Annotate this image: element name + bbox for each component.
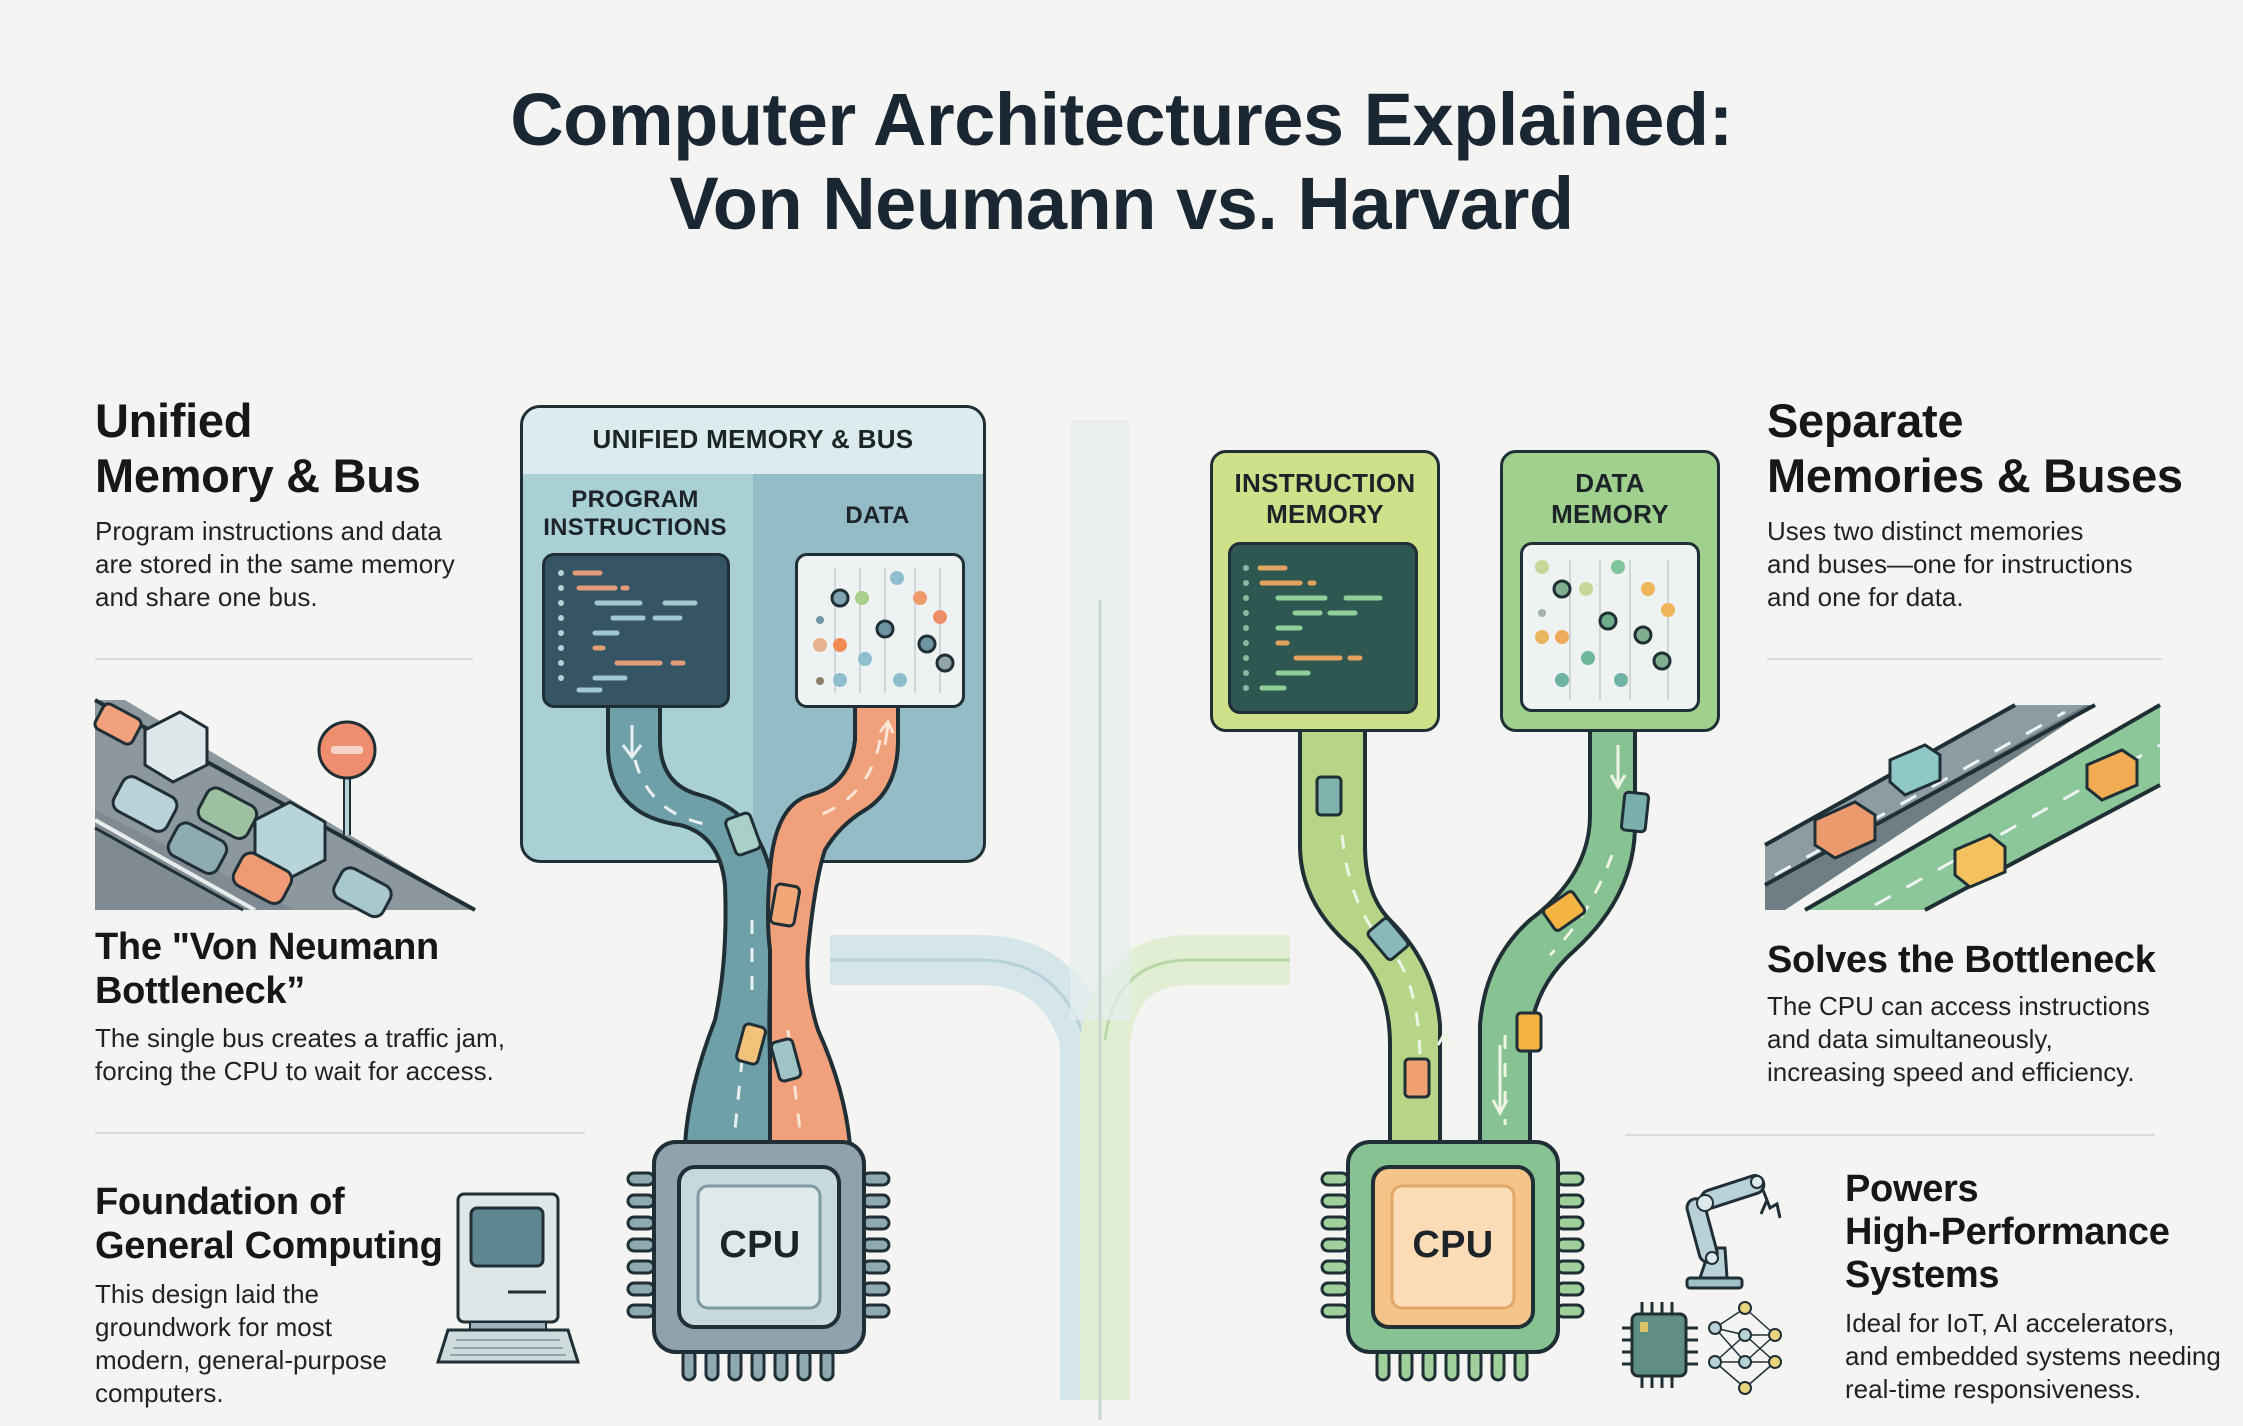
hv-body-high-performance: Ideal for IoT, AI accelerators, and embe… (1845, 1308, 2221, 1404)
page-title: Computer Architectures Explained: Von Ne… (0, 78, 2243, 246)
parallel-highway-illustration (1764, 703, 2162, 912)
neural-network-icon (1708, 1301, 1782, 1395)
divider (95, 658, 473, 660)
unified-memory-title: UNIFIED MEMORY & BUS (592, 424, 914, 454)
data-points-icon (813, 568, 955, 693)
data-points-icon (1535, 560, 1675, 700)
shared-bus-roads (606, 703, 900, 1147)
vn-body-foundation: This design laid the groundwork for most… (95, 1279, 387, 1408)
hv-body-solves-bottleneck: The CPU can access instructions and data… (1767, 991, 2150, 1087)
unified-memory-panel (520, 405, 986, 863)
vn-body-unified-memory: Program instructions and data are stored… (95, 516, 455, 612)
traffic-jam-illustration (93, 698, 476, 919)
hv-heading-separate-memories: Separate Memories & Buses (1767, 394, 2183, 502)
divider (95, 1132, 585, 1134)
vn-heading-unified-memory: Unified Memory & Bus (95, 394, 421, 502)
vn-cpu-chip-icon (626, 1140, 891, 1382)
code-lines-icon (558, 570, 698, 693)
vn-heading-bottleneck: The "Von Neumann Bottleneck” (95, 926, 439, 1012)
code-lines-icon (1243, 565, 1383, 691)
hv-heading-solves-bottleneck: Solves the Bottleneck (1767, 939, 2156, 981)
hv-heading-high-performance: Powers High-Performance Systems (1845, 1168, 2170, 1296)
divider (1625, 1134, 2155, 1136)
title-line-1: Computer Architectures Explained: (510, 78, 1733, 161)
microchip-icon (1622, 1302, 1698, 1388)
divider (1767, 658, 2162, 660)
hv-cpu-label: CPU (1412, 1224, 1494, 1266)
hv-cpu-chip-icon (1320, 1140, 1585, 1382)
instruction-memory-label: INSTRUCTION MEMORY (1234, 468, 1416, 529)
vn-cpu-label: CPU (719, 1224, 801, 1266)
hv-body-separate-memories: Uses two distinct memories and buses—one… (1767, 516, 2133, 612)
vn-body-bottleneck: The single bus creates a traffic jam, fo… (95, 1023, 505, 1086)
data-label: DATA (845, 502, 910, 529)
title-line-2: Von Neumann vs. Harvard (669, 162, 1574, 245)
retro-computer-icon (435, 1192, 581, 1364)
separate-bus-roads (1298, 723, 1651, 1147)
program-instructions-screen (542, 553, 730, 708)
data-memory-label: DATA MEMORY (1551, 468, 1669, 529)
instruction-code-screen (1228, 542, 1418, 714)
vn-heading-foundation: Foundation of General Computing (95, 1181, 443, 1267)
robot-arm-icon (1685, 1174, 1782, 1290)
program-instructions-label: PROGRAM INSTRUCTIONS (543, 486, 727, 541)
